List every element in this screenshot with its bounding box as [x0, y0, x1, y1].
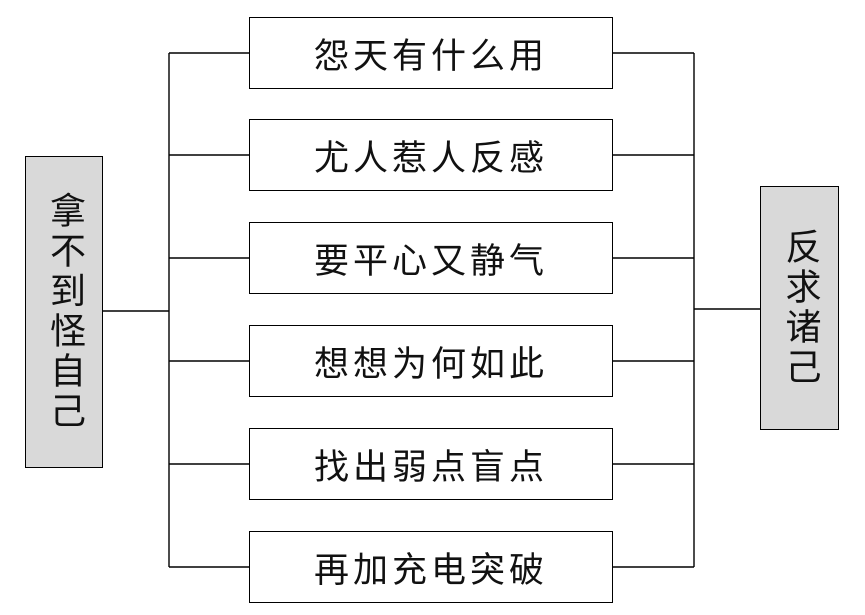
item-box-5: 找出弱点盲点: [249, 428, 613, 500]
item-box-6: 再加充电突破: [249, 531, 613, 603]
right-root-label: 反求诸己: [779, 228, 821, 388]
item-box-1: 怨天有什么用: [249, 17, 613, 89]
item-box-4: 想想为何如此: [249, 325, 613, 397]
item-label-6: 再加充电突破: [313, 550, 548, 591]
item-label-3: 要平心又静气: [313, 241, 548, 282]
right-root-box: 反求诸己: [760, 186, 839, 430]
left-root-box: 拿不到怪自己: [25, 156, 103, 468]
item-label-1: 怨天有什么用: [313, 36, 548, 77]
left-root-label: 拿不到怪自己: [44, 192, 85, 432]
item-box-2: 尤人惹人反感: [249, 119, 613, 191]
item-box-3: 要平心又静气: [249, 222, 613, 294]
item-label-4: 想想为何如此: [313, 344, 548, 385]
item-label-5: 找出弱点盲点: [313, 447, 548, 488]
item-label-2: 尤人惹人反感: [313, 138, 548, 179]
